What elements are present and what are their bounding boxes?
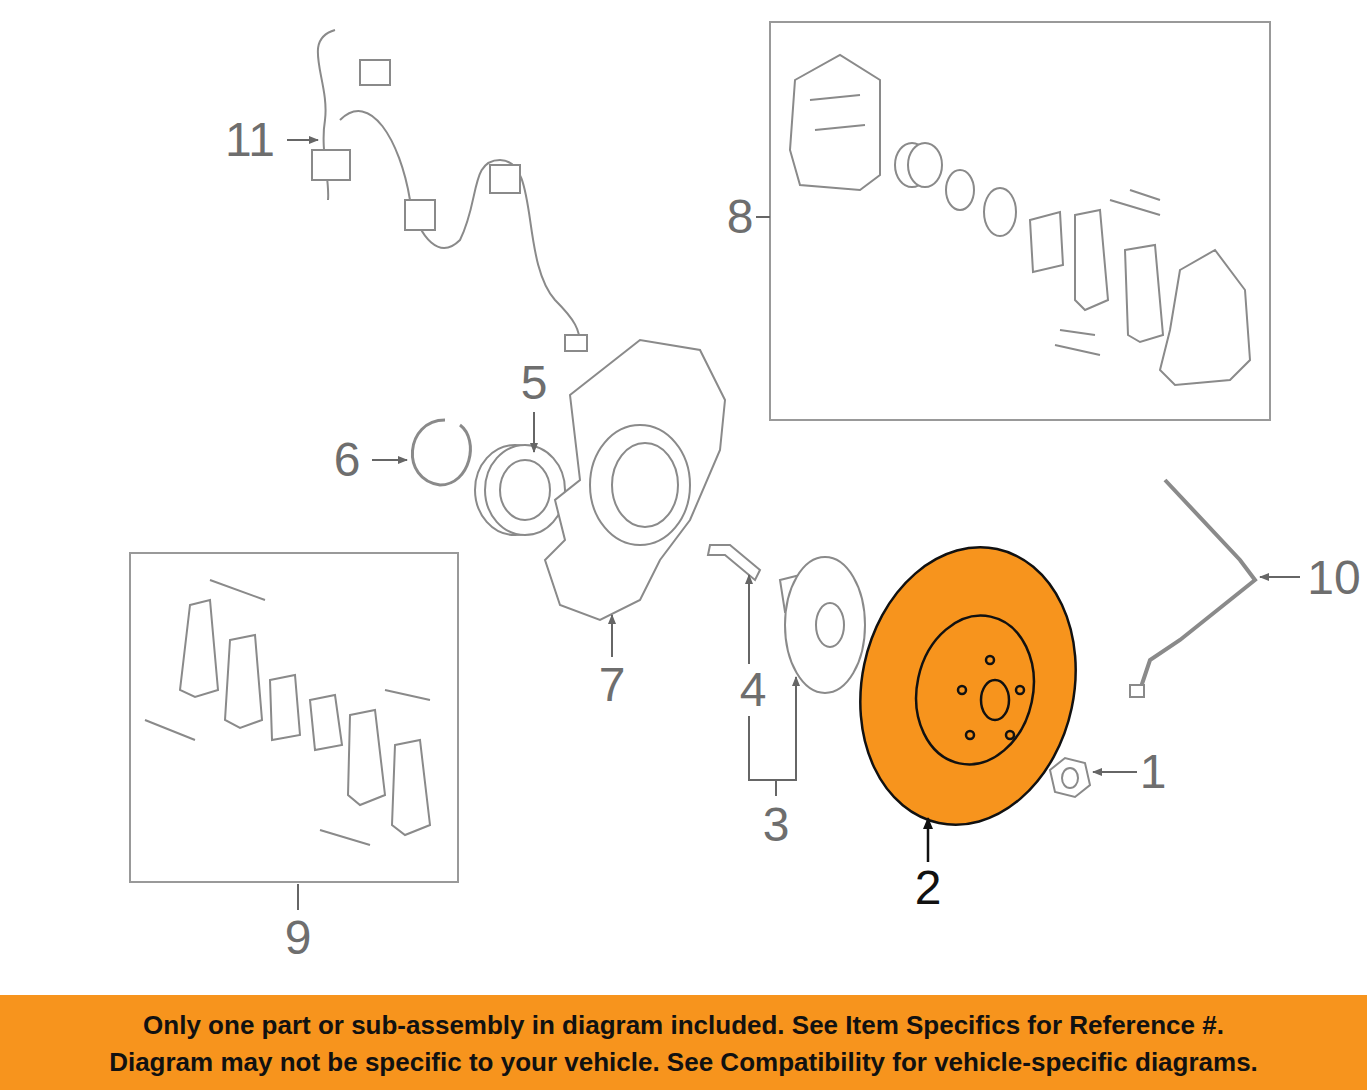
callout-number: 5 — [521, 359, 548, 407]
callout-number: 10 — [1307, 554, 1360, 602]
callout-number: 4 — [740, 666, 767, 714]
callout-number: 1 — [1140, 748, 1167, 796]
notice-banner: Only one part or sub-assembly in diagram… — [0, 995, 1367, 1090]
callout-number: 2 — [915, 864, 942, 912]
callout-number: 3 — [763, 801, 790, 849]
notice-text: Diagram may not be specific to your vehi… — [0, 1044, 1367, 1081]
callout-number: 9 — [285, 914, 312, 962]
notice-text: Only one part or sub-assembly in diagram… — [0, 1007, 1367, 1044]
callout-number: 8 — [727, 193, 754, 241]
callout-number: 7 — [599, 661, 626, 709]
callout-number: 11 — [225, 116, 275, 164]
callout-number: 6 — [334, 436, 361, 484]
